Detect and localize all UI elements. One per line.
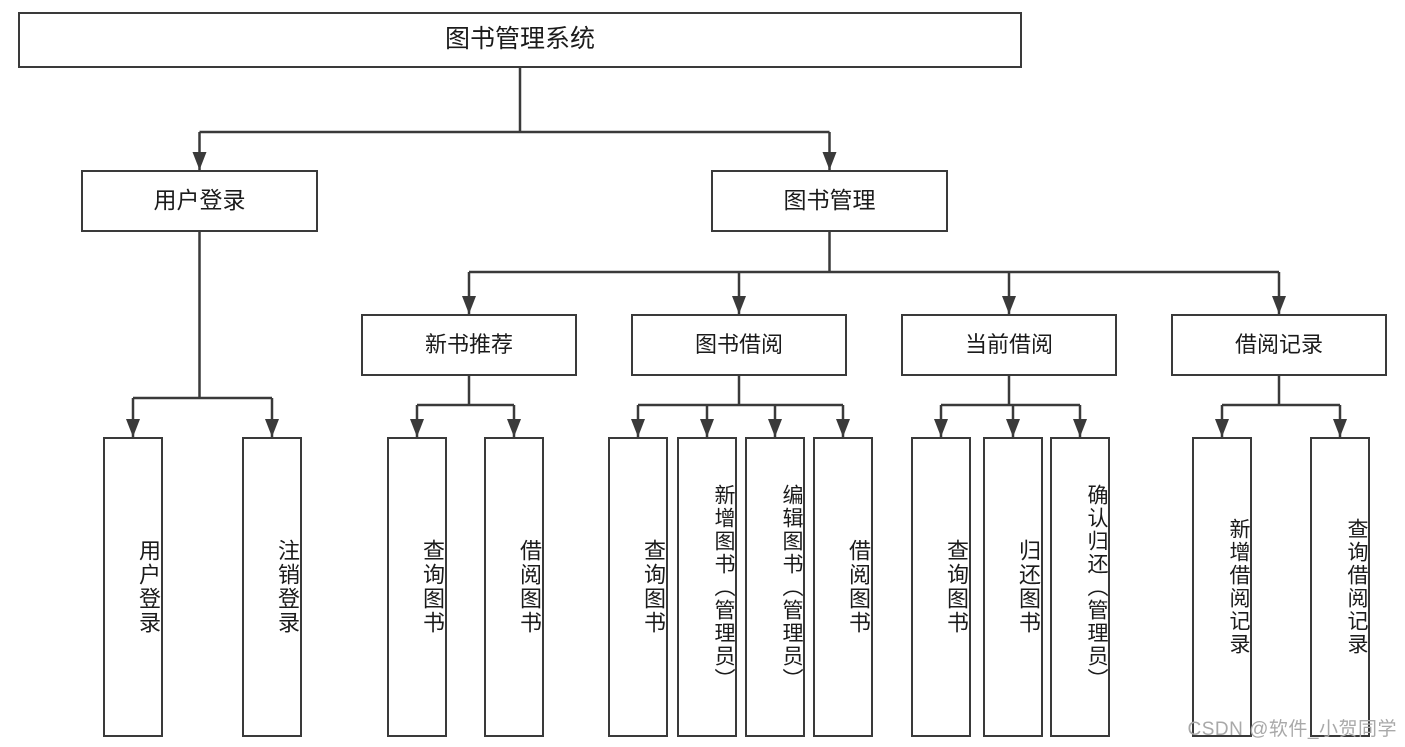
node-label: 用户登录: [153, 187, 246, 214]
node-label: 查询图书: [420, 539, 445, 635]
node-leaf_edit_book[interactable]: 编辑图书（管理员）: [745, 437, 805, 737]
node-leaf_add_record[interactable]: 新增借阅记录: [1192, 437, 1252, 737]
node-label: 新增图书（管理员）: [712, 483, 735, 691]
node-borrow_record[interactable]: 借阅记录: [1171, 314, 1387, 376]
arrowhead-icon: [1002, 296, 1016, 314]
node-leaf_confirm_ret[interactable]: 确认归还（管理员）: [1050, 437, 1110, 737]
node-label: 查询图书: [944, 539, 969, 635]
node-label: 借阅记录: [1234, 332, 1323, 358]
arrowhead-icon: [1073, 419, 1087, 437]
node-leaf_borrow_book_2[interactable]: 借阅图书: [813, 437, 873, 737]
arrowhead-icon: [1006, 419, 1020, 437]
node-book_manage[interactable]: 图书管理: [711, 170, 948, 232]
node-leaf_query_book_3[interactable]: 查询图书: [911, 437, 971, 737]
arrowhead-icon: [700, 419, 714, 437]
node-cur_borrow[interactable]: 当前借阅: [901, 314, 1117, 376]
node-user_login[interactable]: 用户登录: [81, 170, 318, 232]
arrowhead-icon: [126, 419, 140, 437]
arrowhead-icon: [822, 152, 837, 170]
arrowhead-icon: [732, 296, 746, 314]
node-label: 编辑图书（管理员）: [780, 483, 803, 691]
node-label: 当前借阅: [964, 332, 1053, 358]
node-label: 图书借阅: [694, 332, 783, 358]
node-book_borrow[interactable]: 图书借阅: [631, 314, 847, 376]
node-leaf_borrow_book_1[interactable]: 借阅图书: [484, 437, 544, 737]
node-leaf_query_book_1[interactable]: 查询图书: [387, 437, 447, 737]
node-label: 用户登录: [136, 539, 161, 635]
arrowhead-icon: [1333, 419, 1347, 437]
arrowhead-icon: [507, 419, 521, 437]
arrowhead-icon: [265, 419, 279, 437]
node-label: 新增借阅记录: [1227, 518, 1250, 656]
node-label: 借阅图书: [846, 539, 871, 635]
node-label: 新书推荐: [424, 332, 513, 358]
node-leaf_query_record[interactable]: 查询借阅记录: [1310, 437, 1370, 737]
node-label: 查询图书: [641, 539, 666, 635]
node-label: 图书管理: [783, 187, 876, 214]
watermark-label: CSDN @软件_小贺同学: [1187, 719, 1397, 740]
node-leaf_query_book_2[interactable]: 查询图书: [608, 437, 668, 737]
node-label: 注销登录: [275, 539, 300, 635]
arrowhead-icon: [631, 419, 645, 437]
node-leaf_user_login[interactable]: 用户登录: [103, 437, 163, 737]
node-label: 确认归还（管理员）: [1085, 483, 1108, 691]
arrowhead-icon: [462, 296, 476, 314]
arrowhead-icon: [768, 419, 782, 437]
arrowhead-icon: [410, 419, 424, 437]
arrowhead-icon: [192, 152, 207, 170]
node-leaf_user_logout[interactable]: 注销登录: [242, 437, 302, 737]
node-new_book_rec[interactable]: 新书推荐: [361, 314, 577, 376]
arrowhead-icon: [1215, 419, 1229, 437]
node-label: 归还图书: [1016, 539, 1041, 635]
node-label: 图书管理系统: [444, 25, 595, 54]
arrowhead-icon: [1272, 296, 1286, 314]
arrowhead-icon: [836, 419, 850, 437]
arrowhead-icon: [934, 419, 948, 437]
node-root[interactable]: 图书管理系统: [18, 12, 1022, 68]
node-leaf_return_book[interactable]: 归还图书: [983, 437, 1043, 737]
node-label: 查询借阅记录: [1345, 518, 1368, 656]
node-label: 借阅图书: [517, 539, 542, 635]
node-leaf_add_book[interactable]: 新增图书（管理员）: [677, 437, 737, 737]
